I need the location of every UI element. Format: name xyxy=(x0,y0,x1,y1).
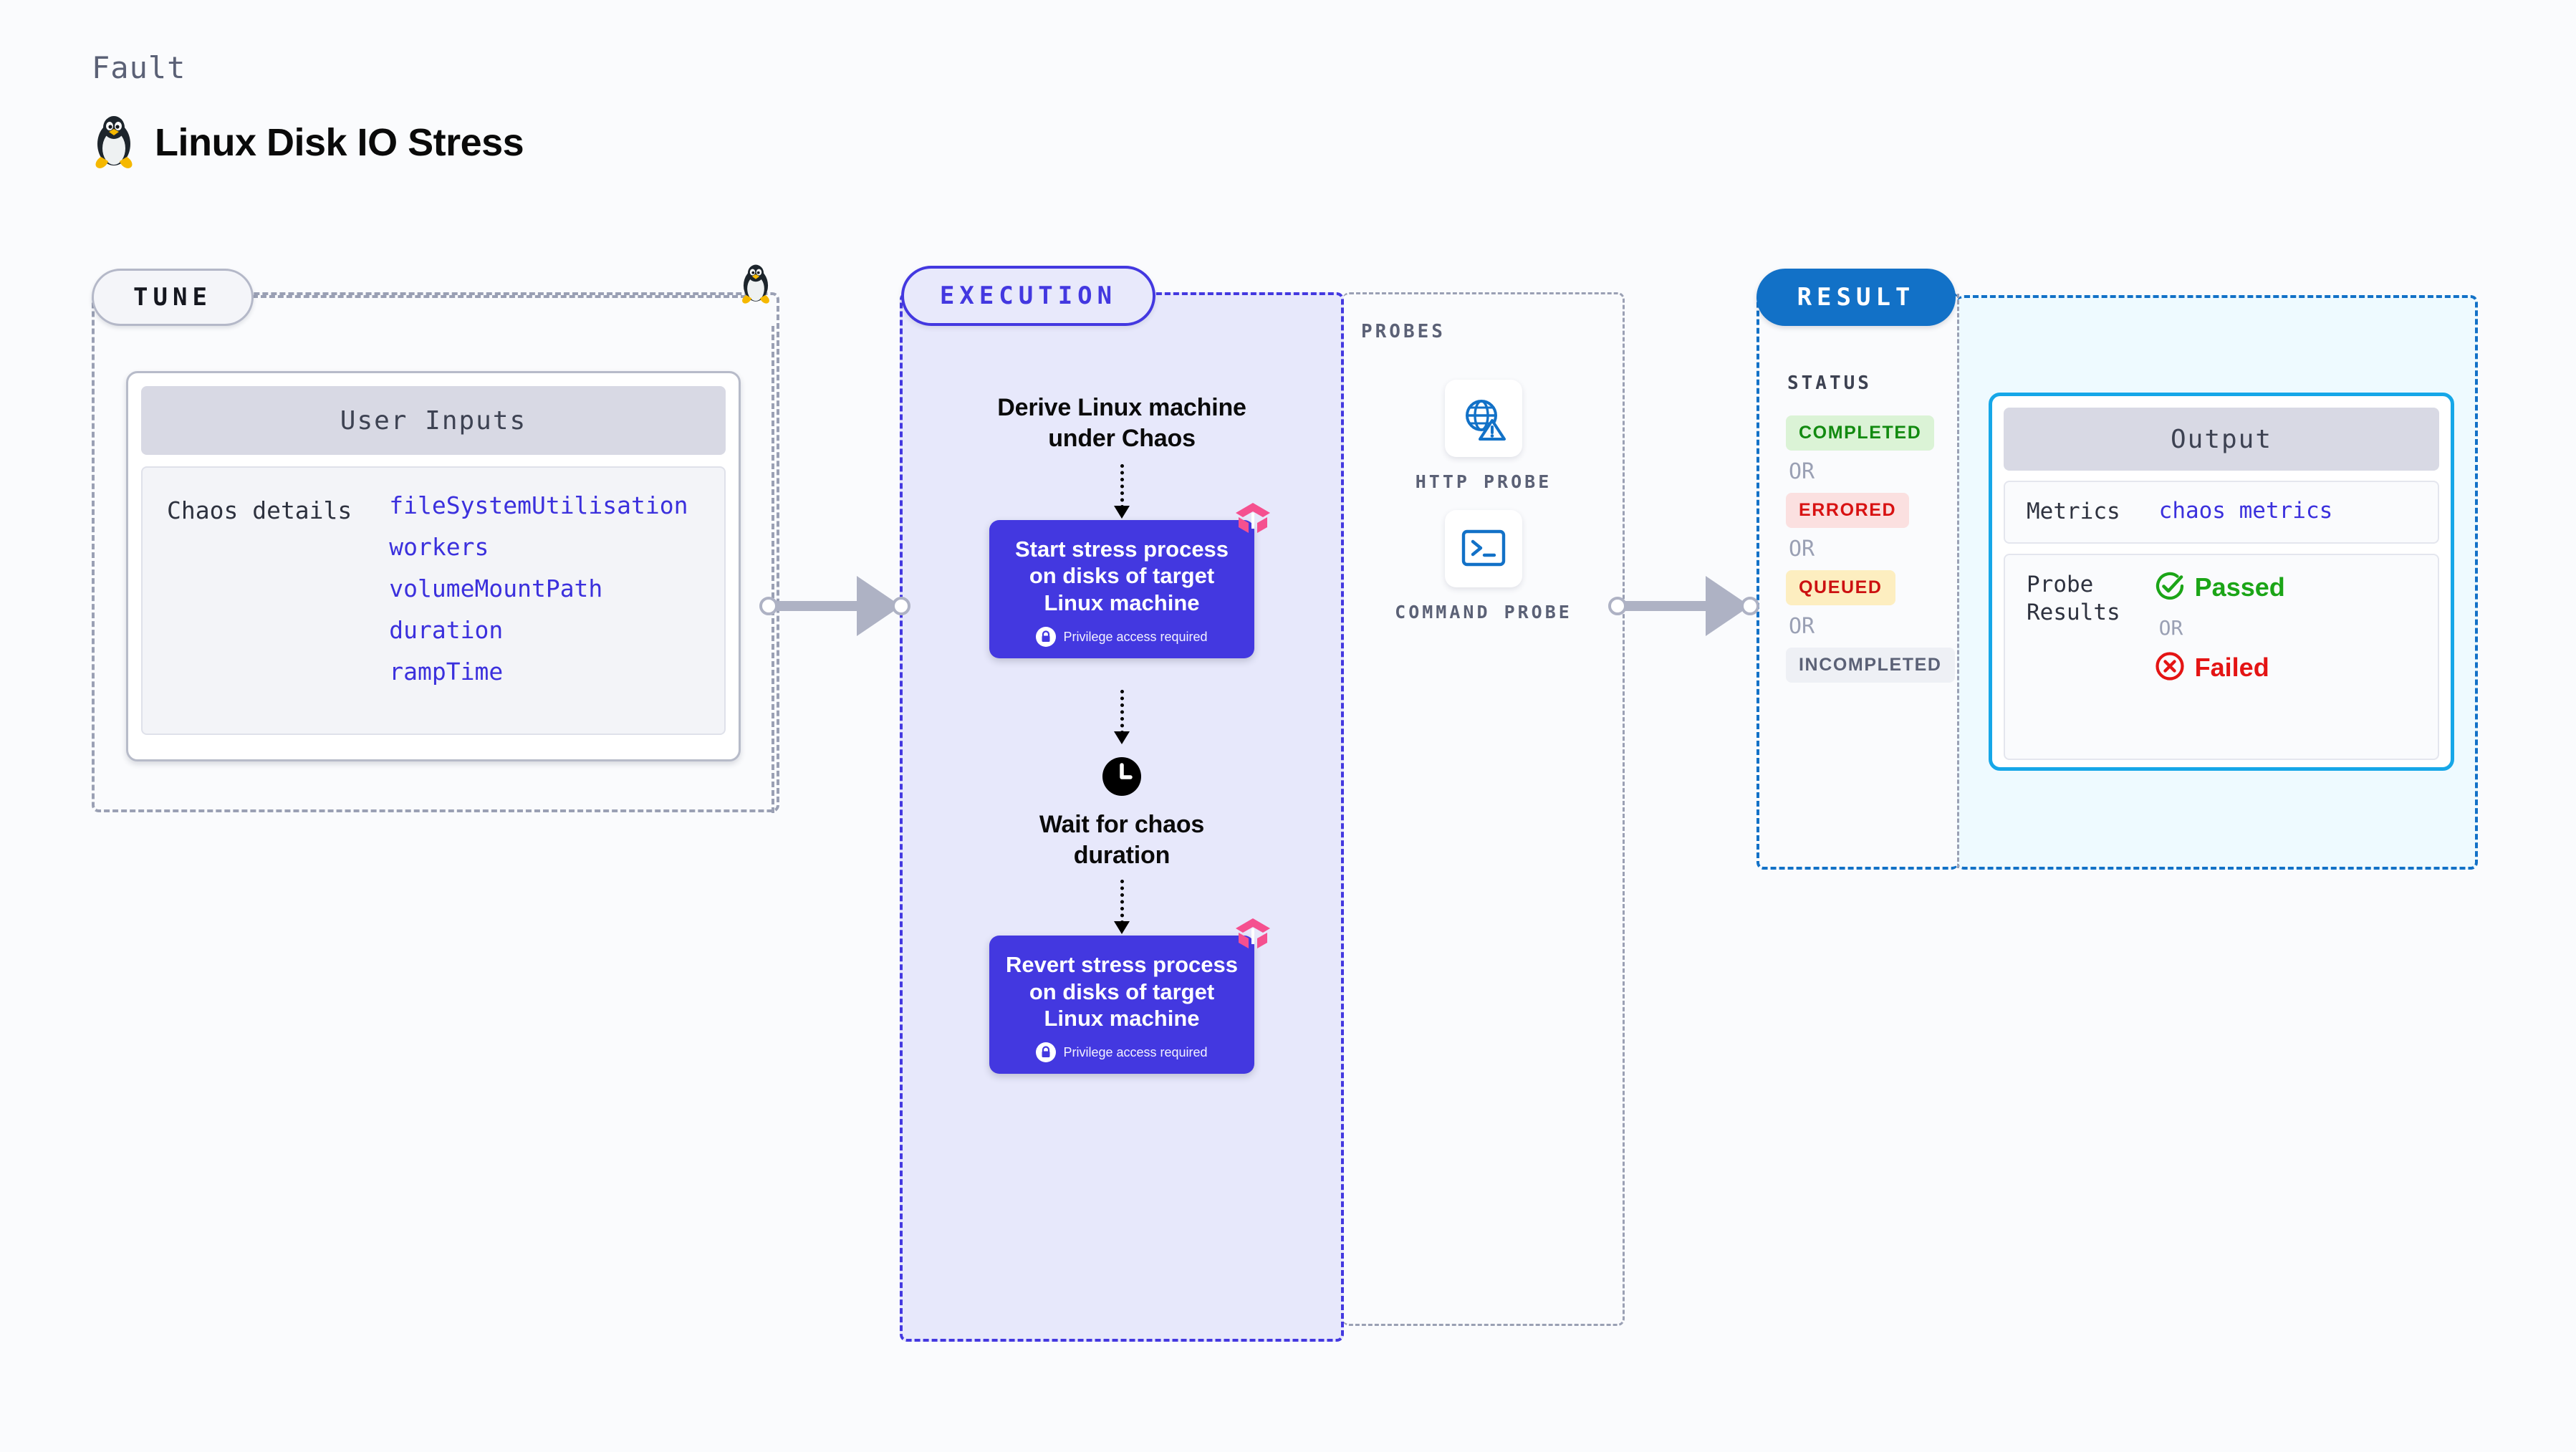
probe-result-passed: Passed xyxy=(2155,571,2285,605)
action-title: Start stress process on disks of target … xyxy=(1014,536,1229,616)
output-card: Output Metrics chaos metrics Probe Resul… xyxy=(1989,393,2454,771)
clock-icon xyxy=(1101,756,1143,801)
linux-tux-badge-icon xyxy=(739,264,772,305)
probe-result-or-label: OR xyxy=(2158,615,2183,640)
litmus-chaos-badge-icon xyxy=(1234,917,1272,955)
probes-section-label: PROBES xyxy=(1361,321,1446,342)
status-badge-incompleted: INCOMPLETED xyxy=(1786,648,1955,683)
privilege-note: Privilege access required xyxy=(1004,1042,1240,1063)
probe-results-key: Probe Results xyxy=(2027,571,2120,626)
status-badge-completed: COMPLETED xyxy=(1786,415,1935,451)
flow-arrow-down-icon xyxy=(1114,879,1130,936)
status-badge-queued: QUEUED xyxy=(1786,570,1895,605)
status-label: STATUS xyxy=(1787,372,1872,394)
action-title: Revert stress process on disks of target… xyxy=(1006,951,1238,1032)
chaos-details-box: Chaos details fileSystemUtilisation work… xyxy=(141,466,726,735)
execution-step-wait: Wait for chaos duration xyxy=(1039,811,1205,869)
chaos-params-list: fileSystemUtilisation workers volumeMoun… xyxy=(380,494,688,734)
page-header: Fault Linux Disk IO Stress xyxy=(92,50,524,170)
globe-warning-icon xyxy=(1444,380,1522,457)
tune-section-pill[interactable]: TUNE xyxy=(92,269,254,326)
user-inputs-card: User Inputs Chaos details fileSystemUtil… xyxy=(126,371,741,761)
result-output-divider xyxy=(1957,294,1959,868)
output-card-title: Output xyxy=(2004,408,2439,471)
status-or-label: OR xyxy=(1789,537,1815,562)
probe-results-values: Passed OR Failed xyxy=(2139,571,2285,685)
fault-kicker: Fault xyxy=(92,50,186,85)
execution-action-start[interactable]: Start stress process on disks of target … xyxy=(989,502,1270,659)
probe-item-command[interactable]: COMMAND PROBE xyxy=(1395,509,1572,625)
user-inputs-title: User Inputs xyxy=(141,386,726,455)
connector-tune-to-execution xyxy=(759,576,917,636)
output-row-metrics: Metrics chaos metrics xyxy=(2004,481,2439,544)
status-badge-errored: ERRORED xyxy=(1786,493,1910,528)
chaos-param-item[interactable]: duration xyxy=(389,616,504,644)
status-or-label: OR xyxy=(1789,459,1815,484)
metrics-value[interactable]: chaos metrics xyxy=(2158,498,2333,524)
result-section-pill[interactable]: RESULT xyxy=(1756,269,1956,326)
failed-label: Failed xyxy=(2194,653,2269,683)
privilege-note: Privilege access required xyxy=(1004,627,1240,648)
privilege-note-text: Privilege access required xyxy=(1063,629,1208,644)
lock-icon xyxy=(1036,627,1057,648)
tune-top-dashed-line xyxy=(252,295,746,298)
metrics-key: Metrics xyxy=(2027,499,2120,524)
probes-panel xyxy=(1342,292,1625,1326)
connector-execution-to-result xyxy=(1608,576,1766,636)
tune-right-dashed-line xyxy=(772,326,774,813)
status-or-label: OR xyxy=(1789,614,1815,639)
fault-title-row: Linux Disk IO Stress xyxy=(92,115,524,170)
check-circle-icon xyxy=(2155,571,2185,605)
execution-flow: Derive Linux machine under Chaos Start s… xyxy=(924,393,1320,1074)
execution-section-pill[interactable]: EXECUTION xyxy=(901,266,1155,326)
page-title: Linux Disk IO Stress xyxy=(155,121,524,164)
probes-list: HTTP PROBE COMMAND PROBE xyxy=(1342,380,1625,625)
probe-label: HTTP PROBE xyxy=(1415,471,1552,492)
probe-label: COMMAND PROBE xyxy=(1395,601,1572,622)
chaos-details-label: Chaos details xyxy=(167,496,352,524)
chaos-param-item[interactable]: workers xyxy=(389,533,489,561)
terminal-prompt-icon xyxy=(1444,509,1522,587)
execution-step-derive: Derive Linux machine under Chaos xyxy=(997,394,1246,452)
linux-tux-icon xyxy=(92,115,136,170)
x-circle-icon xyxy=(2155,651,2185,685)
chaos-param-item[interactable]: volumeMountPath xyxy=(389,574,603,602)
probe-result-failed: Failed xyxy=(2155,651,2269,685)
execution-action-revert[interactable]: Revert stress process on disks of target… xyxy=(989,918,1270,1074)
flow-arrow-down-icon xyxy=(1114,463,1130,520)
status-list: COMPLETED OR ERRORED OR QUEUED OR INCOMP… xyxy=(1786,415,1958,683)
chaos-param-item[interactable]: fileSystemUtilisation xyxy=(389,491,688,519)
chaos-param-item[interactable]: rampTime xyxy=(389,658,504,686)
passed-label: Passed xyxy=(2194,572,2285,602)
lock-icon xyxy=(1036,1042,1057,1063)
probe-item-http[interactable]: HTTP PROBE xyxy=(1416,380,1552,494)
output-row-probe-results: Probe Results Passed OR xyxy=(2004,553,2439,760)
flow-arrow-down-icon xyxy=(1114,690,1130,746)
privilege-note-text: Privilege access required xyxy=(1063,1044,1208,1059)
tune-panel xyxy=(92,292,779,812)
litmus-chaos-badge-icon xyxy=(1234,501,1272,539)
